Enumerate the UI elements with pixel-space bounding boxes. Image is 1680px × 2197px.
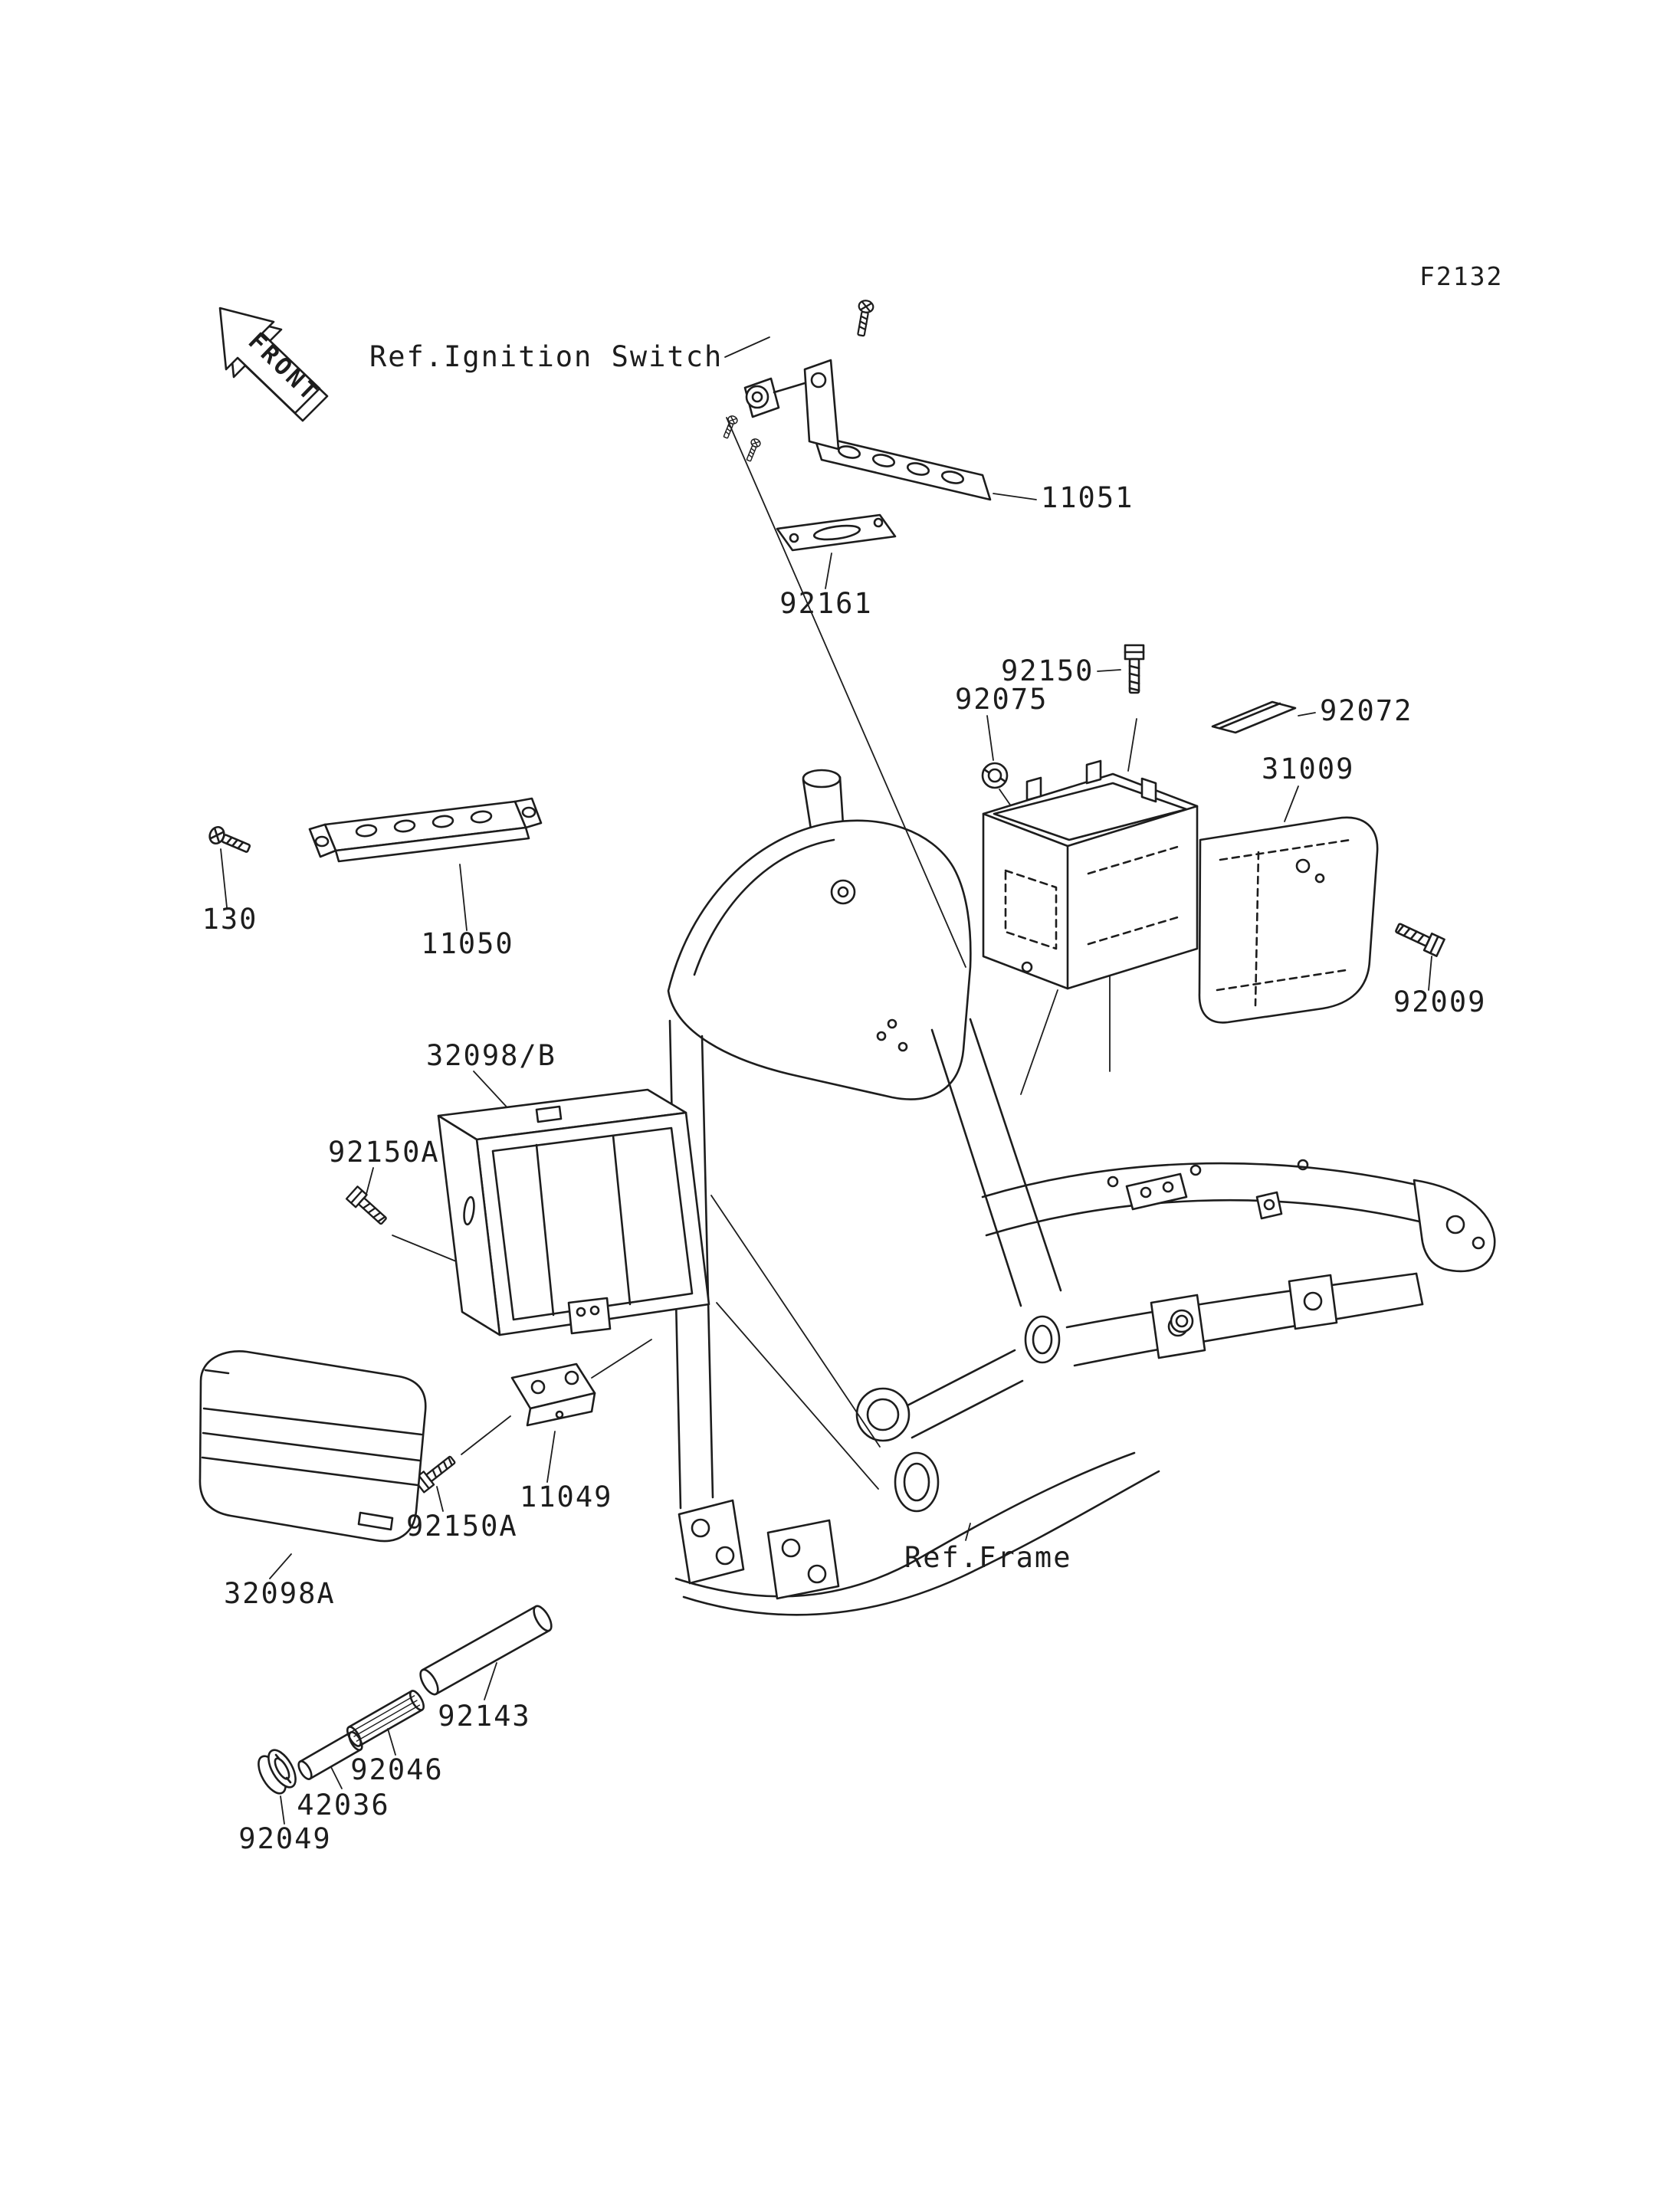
part-11051-screw-drawing (853, 298, 875, 338)
part-11051-drawing (720, 298, 992, 501)
figure-code-label: F2132 (1419, 261, 1503, 291)
part-92143-drawing (419, 1605, 553, 1696)
part-92046-drawing (346, 1690, 425, 1747)
part-92150A-upper-bolt-drawing (345, 1185, 391, 1228)
leader-lines (220, 336, 1432, 1825)
part-92075-grommet-drawing (981, 762, 1009, 789)
part-label-92046: 92046 (350, 1753, 443, 1786)
ignition-screw-1-drawing (720, 414, 740, 440)
part-label-11050: 11050 (421, 927, 514, 960)
part-92161-drawing (776, 513, 897, 552)
part-label-92150A-lower: 92150A (406, 1510, 518, 1543)
part-92049-drawing (258, 1749, 297, 1795)
part-label-32098A: 32098A (224, 1577, 336, 1610)
ref-frame-label: Ref.Frame (904, 1541, 1071, 1574)
ref-ignition-switch-label: Ref.Ignition Switch (369, 340, 723, 373)
part-92150-bolt-drawing (1124, 644, 1145, 694)
part-130-screw-drawing (206, 824, 254, 858)
front-arrow-icon (218, 307, 329, 422)
part-label-42036: 42036 (297, 1789, 389, 1822)
part-label-92072: 92072 (1320, 694, 1413, 727)
part-label-92075: 92075 (955, 683, 1048, 716)
part-labels: F2132 Ref.Ignition Switch 11051 92161 92… (202, 261, 1503, 1855)
part-31009-drawing (982, 759, 1379, 1024)
part-label-92009: 92009 (1393, 985, 1486, 1018)
ignition-screw-2-drawing (743, 437, 763, 463)
part-11049-drawing (510, 1362, 596, 1427)
part-label-92150A-upper: 92150A (328, 1136, 440, 1169)
part-label-11051: 11051 (1041, 481, 1134, 514)
part-32098A-drawing (199, 1350, 427, 1543)
part-label-92150: 92150 (1001, 654, 1094, 687)
part-42036-drawing (297, 1731, 363, 1780)
part-11050-drawing (308, 797, 543, 863)
frame-drawing (667, 769, 1496, 1616)
part-label-31009: 31009 (1262, 753, 1354, 785)
part-label-11049: 11049 (520, 1481, 612, 1513)
part-label-92143: 92143 (438, 1700, 530, 1733)
part-label-32098B: 32098/B (426, 1039, 556, 1072)
part-label-92161: 92161 (779, 587, 872, 620)
part-label-92049: 92049 (238, 1822, 331, 1855)
part-label-130: 130 (202, 903, 258, 936)
part-92072-drawing (1211, 700, 1297, 734)
part-32098B-drawing (437, 1088, 710, 1336)
part-92009-bolt-drawing (1392, 918, 1445, 957)
